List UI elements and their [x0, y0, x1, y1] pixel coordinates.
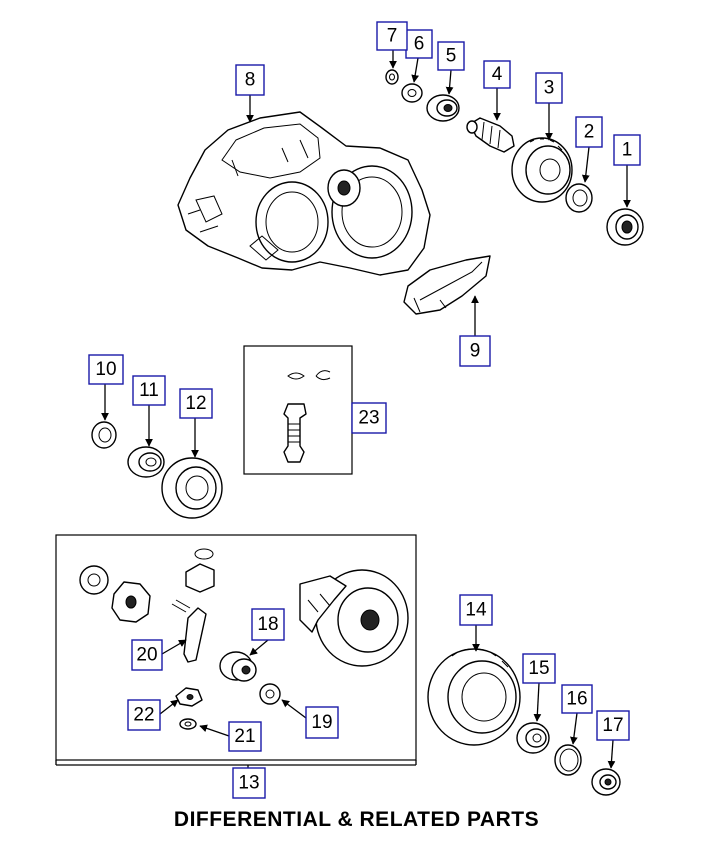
svg-text:21: 21 [234, 726, 255, 747]
svg-text:19: 19 [311, 712, 332, 733]
repair-kit-box [243, 345, 353, 475]
washer-part [401, 83, 423, 103]
differential-case-part [299, 569, 409, 667]
svg-text:9: 9 [470, 341, 481, 362]
diagram-title: DIFFERENTIAL & RELATED PARTS [173, 808, 540, 831]
roller-bearing-part [606, 208, 644, 246]
callout-22: 22 [127, 699, 161, 731]
leader-lines [101, 50, 631, 769]
svg-text:20: 20 [136, 645, 157, 666]
spacer-ring-part [565, 183, 593, 213]
svg-text:7: 7 [387, 26, 398, 47]
callout-15: 15 [522, 653, 556, 684]
svg-text:15: 15 [528, 658, 549, 679]
pinion-shaft-pin-part [183, 607, 207, 663]
pinion-washer-part [175, 687, 203, 707]
oil-seal-part [91, 421, 117, 449]
svg-text:22: 22 [133, 705, 154, 726]
shim-ring-part [554, 744, 582, 776]
svg-text:2: 2 [584, 122, 595, 143]
callout-10: 10 [88, 354, 124, 385]
svg-text:11: 11 [139, 380, 159, 401]
driven-gear-part [511, 137, 573, 203]
pinion-gear-set-part [79, 548, 215, 623]
transaxle-housing-part [177, 111, 431, 276]
callout-17: 17 [596, 710, 630, 741]
svg-text:3: 3 [544, 78, 555, 99]
side-gear-part [219, 651, 257, 682]
case-seal-part [591, 768, 621, 796]
svg-text:17: 17 [602, 715, 623, 736]
callout-14: 14 [459, 594, 493, 626]
callout-19: 19 [305, 706, 339, 739]
thrust-washer-part [259, 683, 281, 705]
callout-16: 16 [561, 684, 593, 714]
callout-1: 1 [613, 134, 641, 166]
small-washer-part [179, 718, 197, 730]
svg-text:12: 12 [185, 393, 206, 414]
bearing-race-part [161, 457, 223, 519]
svg-text:6: 6 [414, 34, 425, 55]
callout-6: 6 [405, 29, 433, 59]
svg-text:4: 4 [492, 64, 503, 85]
callout-5: 5 [437, 41, 465, 71]
svg-text:18: 18 [257, 614, 278, 635]
callout-18: 18 [251, 608, 285, 641]
bearing-half-ring-part [403, 255, 491, 315]
ring-gear-part [427, 648, 521, 746]
case-bearing-part [516, 722, 550, 754]
callout-3: 3 [535, 72, 563, 104]
svg-text:16: 16 [566, 689, 587, 710]
differential-kit-frame [55, 534, 417, 768]
snap-ring-part [385, 69, 399, 85]
svg-text:13: 13 [238, 773, 259, 794]
pinion-bearing-part [426, 94, 460, 122]
side-bearing-part [127, 446, 165, 478]
svg-text:10: 10 [95, 359, 116, 380]
svg-text:1: 1 [622, 140, 633, 161]
callout-9: 9 [459, 335, 491, 367]
callout-4: 4 [483, 60, 511, 89]
callout-12: 12 [179, 388, 213, 419]
callout-11: 11 [132, 375, 166, 406]
callout-21: 21 [228, 721, 262, 752]
pinion-shaft-part [466, 117, 515, 153]
callout-7: 7 [376, 21, 408, 51]
svg-text:5: 5 [446, 46, 457, 67]
callout-23: 23 [351, 402, 387, 434]
callout-8: 8 [235, 64, 265, 96]
callout-20: 20 [131, 639, 163, 671]
callout-13: 13 [232, 767, 266, 799]
svg-text:23: 23 [358, 408, 379, 429]
callout-2: 2 [575, 116, 603, 148]
svg-text:8: 8 [245, 70, 256, 91]
svg-text:14: 14 [465, 600, 487, 621]
